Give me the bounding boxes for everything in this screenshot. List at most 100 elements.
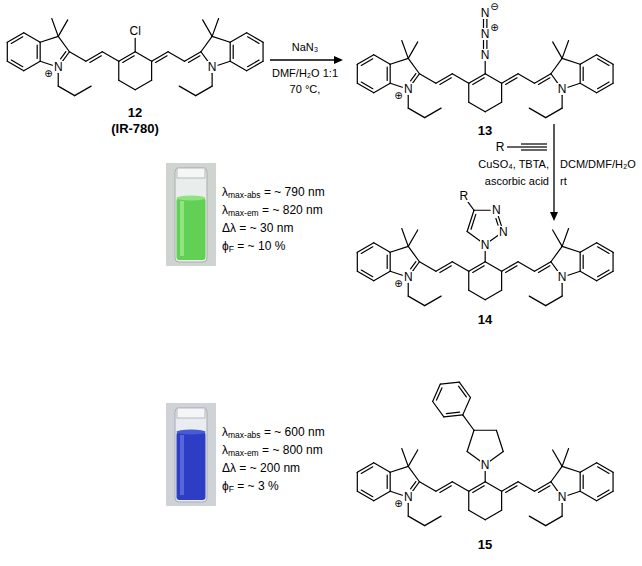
bond-line — [387, 255, 388, 268]
bond-line — [553, 230, 563, 246]
bond-line — [419, 482, 435, 492]
bond-line — [506, 266, 518, 273]
bond-line — [11, 60, 23, 67]
arrow-head — [334, 56, 343, 64]
atom-label: R — [495, 141, 506, 153]
bond-line — [408, 108, 424, 118]
bond-line — [562, 503, 563, 516]
glass-highlight — [180, 201, 184, 256]
reaction-condition: CuSO₄, TBTA, — [478, 158, 549, 171]
bond-line — [262, 42, 263, 61]
bond-line — [408, 58, 419, 73]
atom-label: N — [207, 61, 218, 73]
bond-line — [469, 102, 485, 112]
bond-line — [440, 266, 452, 273]
bond-line — [485, 471, 486, 482]
bond-line — [485, 102, 501, 112]
bond-line — [446, 412, 459, 413]
bond-line — [562, 283, 563, 296]
bond-line — [408, 466, 419, 481]
reaction-condition: DCM/DMF/H₂O — [560, 158, 636, 171]
bond-line — [490, 452, 503, 461]
vial-rim — [177, 408, 205, 418]
bond-line — [546, 516, 562, 526]
photophysical-property: λmax-em = ~ 820 nm — [222, 204, 323, 218]
bond-line — [374, 83, 390, 93]
bond-line — [361, 270, 373, 277]
bond-line — [58, 73, 59, 86]
atom-label: N — [480, 459, 491, 471]
bond-line — [468, 83, 469, 102]
liquid-meniscus — [177, 196, 206, 201]
bond-line — [248, 37, 260, 44]
bond-line — [485, 482, 501, 492]
bond-line — [463, 397, 471, 414]
bond-line — [437, 388, 442, 400]
bond-line — [485, 74, 501, 84]
charge-sign: ⊕ — [490, 23, 498, 33]
bond-line — [459, 382, 470, 397]
bond-line — [123, 56, 135, 63]
bond-line — [580, 243, 596, 253]
bond-line — [486, 40, 487, 49]
bond-line — [151, 61, 152, 80]
bond-line — [468, 201, 474, 210]
bond-line — [390, 246, 408, 252]
bond-line — [580, 472, 581, 491]
bond-line — [471, 214, 476, 229]
bond-line — [496, 218, 498, 225]
bond-line — [118, 61, 119, 80]
vial-photo — [166, 163, 216, 266]
bond-line — [58, 20, 68, 36]
bond-line — [357, 472, 358, 491]
arrow-head — [550, 212, 558, 221]
bond-line — [408, 516, 424, 526]
bond-line — [518, 482, 534, 492]
bond-line — [546, 108, 562, 118]
bond-line — [568, 83, 580, 87]
bond-line — [483, 40, 484, 49]
bond-line — [501, 83, 502, 102]
bond-line — [474, 430, 496, 431]
vial-glass — [175, 408, 207, 502]
bond-line — [390, 491, 402, 495]
reaction-condition: rt — [560, 175, 567, 188]
bond-line — [425, 108, 441, 118]
charge-sign: ⊖ — [490, 2, 498, 12]
bond-line — [390, 83, 402, 87]
bond-line — [562, 449, 568, 467]
atom-label: N — [403, 491, 414, 503]
bond-line — [408, 503, 409, 516]
bond-line — [425, 296, 441, 306]
bond-line — [374, 463, 390, 473]
vial-glass — [175, 168, 207, 262]
bond-line — [201, 36, 212, 51]
bond-line — [135, 38, 136, 51]
alkyne-bond — [521, 146, 547, 147]
bond-line — [580, 252, 581, 271]
bond-line — [583, 255, 584, 268]
bond-line — [156, 56, 168, 63]
bond-line — [408, 283, 409, 296]
photophysical-property: λmax-em = ~ 800 nm — [222, 444, 323, 458]
bond-line — [452, 262, 468, 272]
bond-line — [452, 74, 468, 84]
bond-line — [75, 86, 91, 96]
charge-sign: ⊕ — [44, 69, 52, 79]
bond-line — [387, 475, 388, 488]
bond-line — [538, 486, 550, 493]
bond-line — [551, 246, 562, 261]
bond-line — [52, 19, 58, 37]
photophysical-property: ϕF = ~ 3 % — [222, 480, 279, 494]
bond-line — [361, 467, 373, 474]
bond-line — [218, 61, 230, 65]
bond-line — [562, 58, 580, 64]
bond-line — [24, 61, 40, 71]
bond-line — [485, 262, 501, 272]
bond-line — [469, 510, 485, 520]
bond-line — [361, 490, 373, 497]
atom-label: N — [557, 271, 568, 283]
bond-line — [408, 42, 418, 58]
bond-line — [580, 463, 596, 473]
bond-line — [433, 401, 444, 416]
